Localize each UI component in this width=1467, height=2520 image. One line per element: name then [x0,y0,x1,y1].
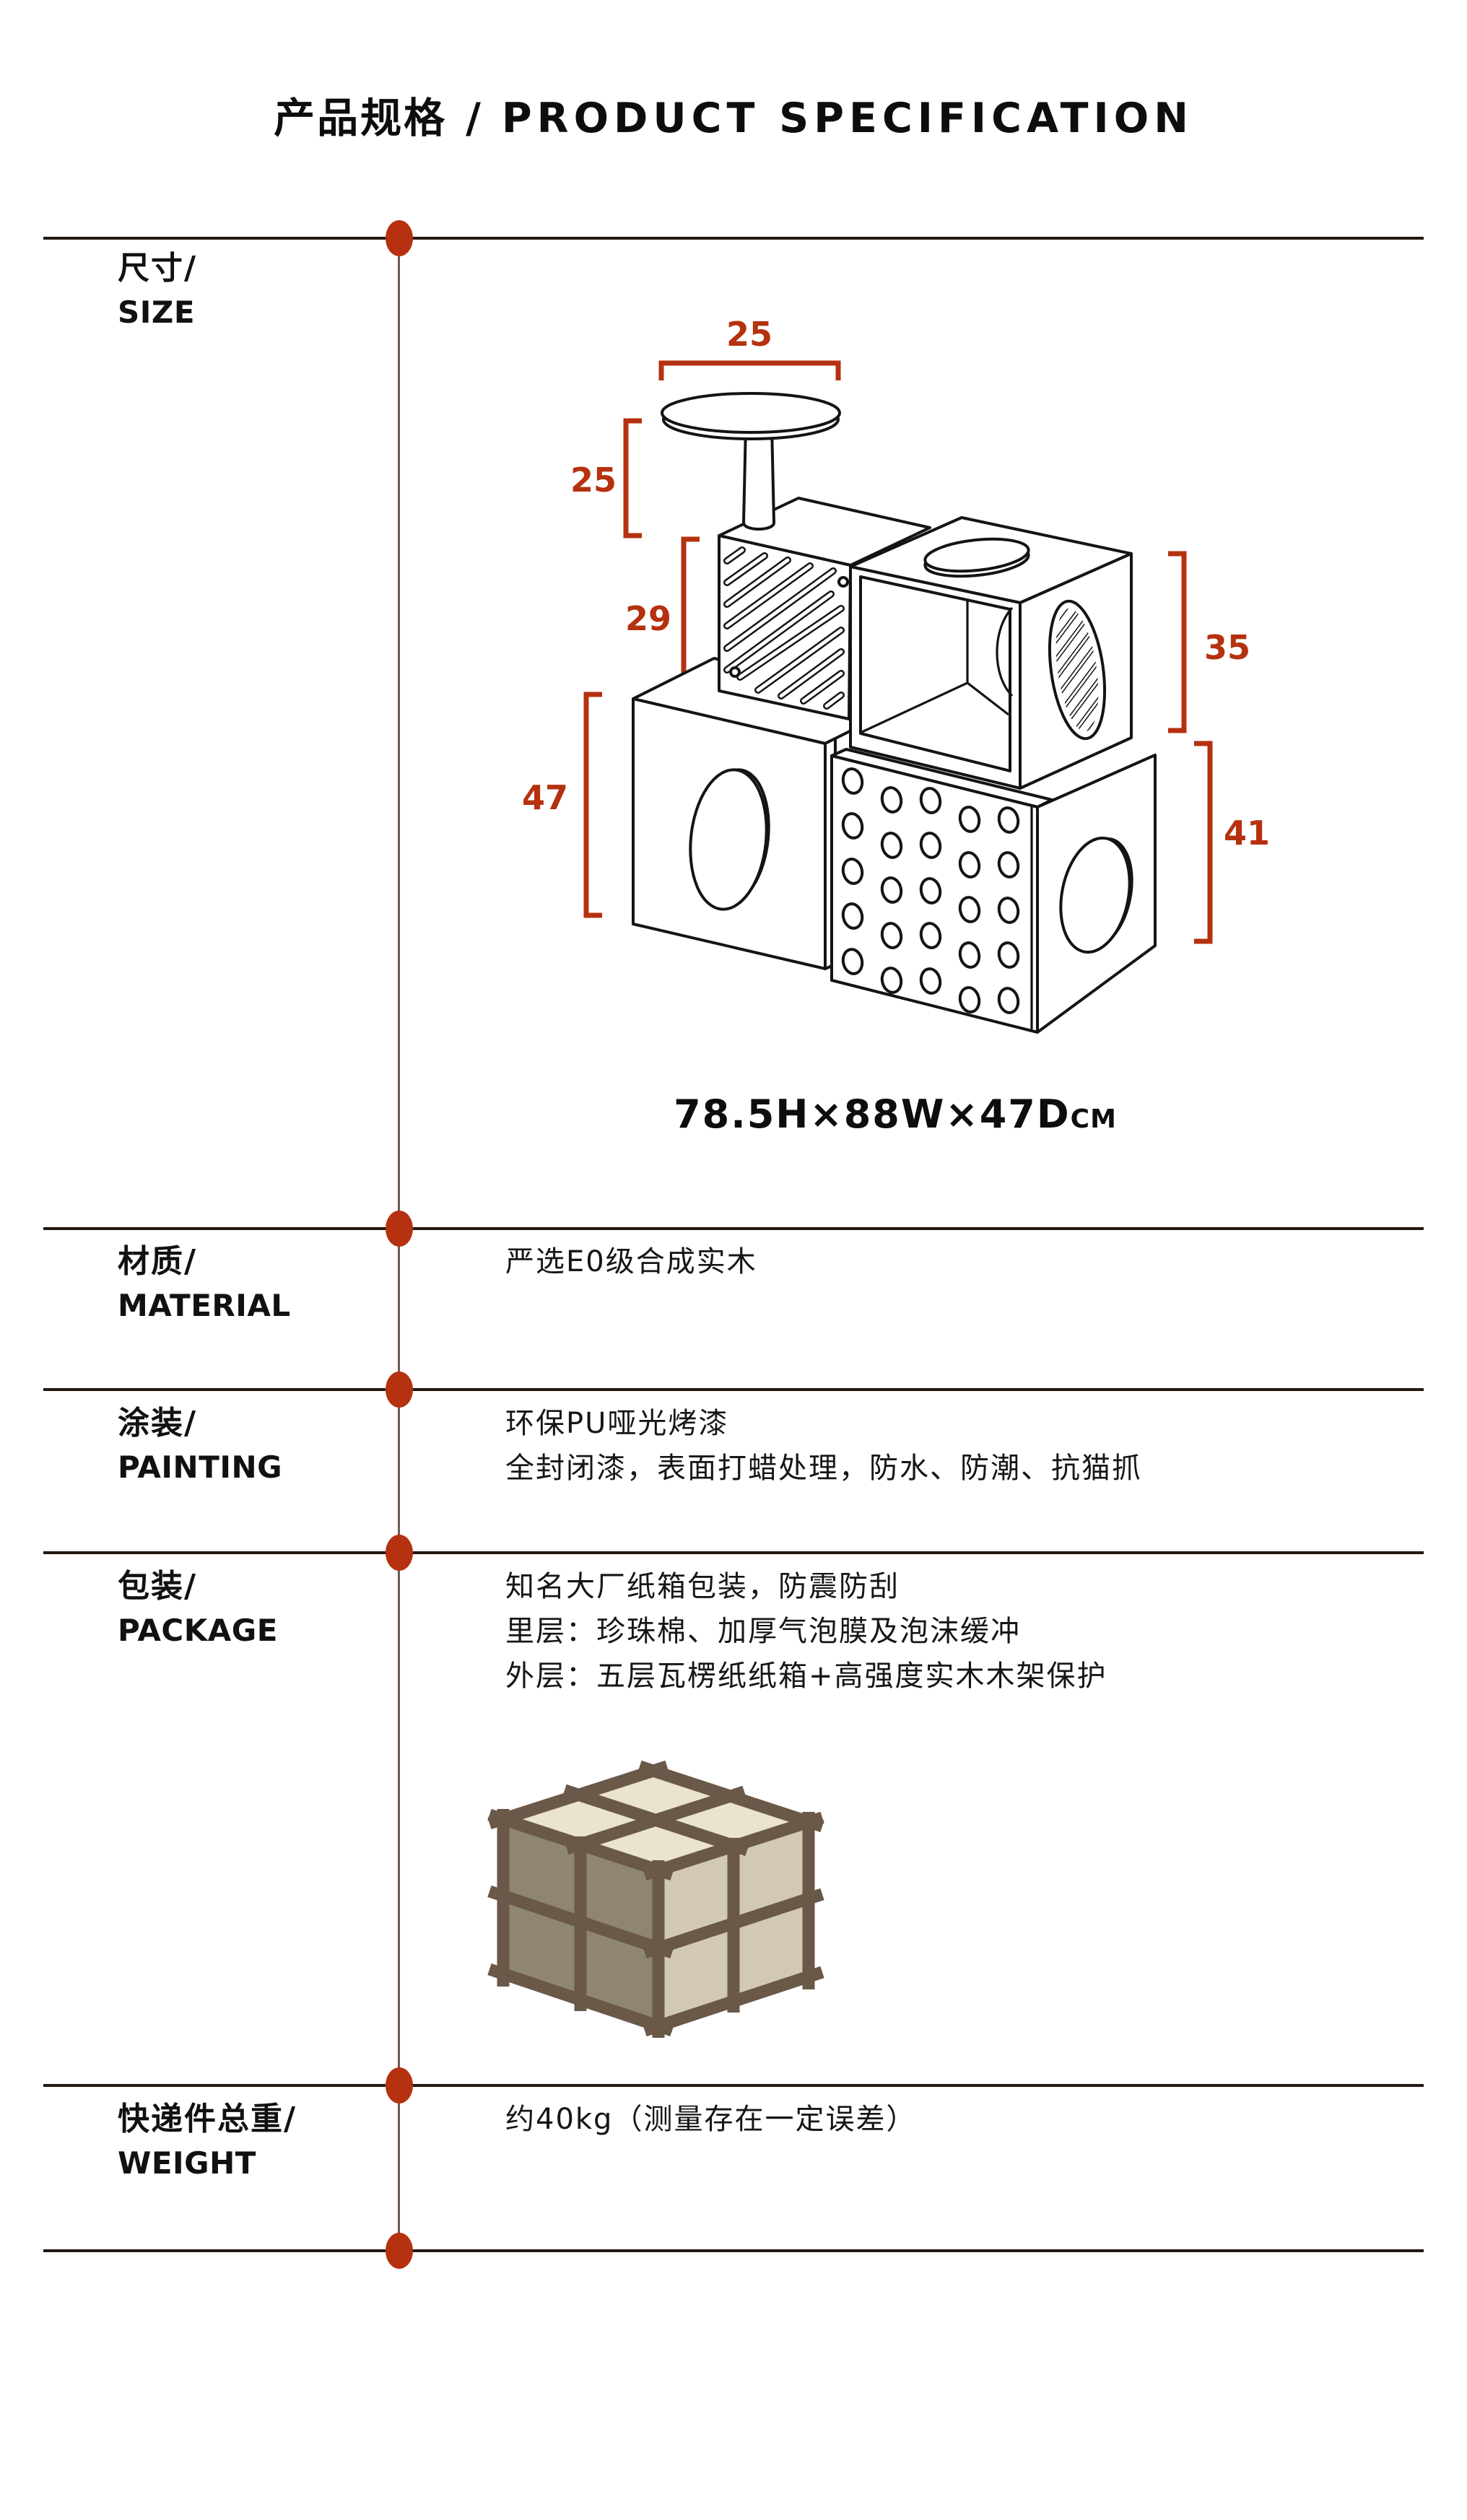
weight-text: 约40kg（测量存在一定误差） [505,2103,917,2136]
divider-size [43,237,1424,240]
divider-painting [43,1388,1424,1391]
heading-weight-zh: 快递件总重/ [118,2101,297,2137]
dim-top-width: 25 [726,315,772,354]
painting-text-1: 环保PU哑光烤漆 [505,1407,729,1440]
overall-size-unit: CM [1070,1104,1117,1134]
front-slats [723,546,845,710]
painting-text-2: 全封闭漆，表面打蜡处理，防水、防潮、抗猫抓 [505,1452,1142,1485]
package-text-1: 知名大厂纸箱包装，防震防刮 [505,1570,900,1603]
page-title-zh: 产品规格 [274,95,448,142]
heading-package-zh: 包装/ [118,1568,198,1605]
page-title-en: PRODUCT SPECIFICATION [501,95,1193,142]
cube-upper-right [849,516,1133,790]
title-separator: / [466,95,483,142]
scratch-post-and-platform [661,392,841,531]
packing-crate-illustration [487,1760,824,2038]
heading-size-zh: 尺寸/ [118,250,198,287]
heading-material-en: MATERIAL [118,1288,291,1323]
heading-material-zh: 材质/ [118,1243,198,1280]
hole-grid [841,767,1020,1014]
heading-painting-zh: 涂装/ [118,1405,198,1442]
heading-package-en: PACKAGE [118,1613,278,1648]
package-text-2: 里层：珍珠棉、加厚气泡膜及泡沫缓冲 [505,1615,1021,1648]
page-title: 产品规格 / PRODUCT SPECIFICATION [0,85,1467,144]
section-marker-dot [386,2067,413,2103]
overall-size-caption: 78.5H×88W×47DCM [621,1091,1170,1137]
dim-mast-height: 25 [570,461,617,500]
crate-frame [487,1760,824,2038]
divider-package [43,1551,1424,1554]
section-marker-dot [386,220,413,256]
cube-lower-left [632,657,907,970]
dim-left-cube-height: 47 [521,778,568,817]
heading-size-en: SIZE [118,295,196,330]
package-text-3: 外层：五层瓦楞纸纸箱+高强度实木木架保护 [505,1660,1107,1693]
divider-weight [43,2084,1424,2087]
divider-bottom [43,2249,1424,2252]
section-marker-dot [386,1372,413,1408]
dim-upper-cube-height: 29 [624,599,671,638]
section-marker-dot [386,1535,413,1571]
overall-size-value: 78.5H×88W×47D [674,1091,1071,1137]
material-text: 严选E0级合成实木 [505,1245,757,1278]
cube-lower-right [830,748,1157,1034]
dim-lower-right-cube-height: 41 [1223,814,1270,853]
section-marker-dot [386,2233,413,2269]
divider-material [43,1227,1424,1230]
section-marker-dot [386,1211,413,1247]
heading-weight-en: WEIGHT [118,2145,256,2181]
heading-painting-en: PAINTING [118,1449,283,1485]
dim-right-cube-height: 35 [1203,628,1250,667]
cat-tree-dimension-diagram [583,360,1213,1034]
